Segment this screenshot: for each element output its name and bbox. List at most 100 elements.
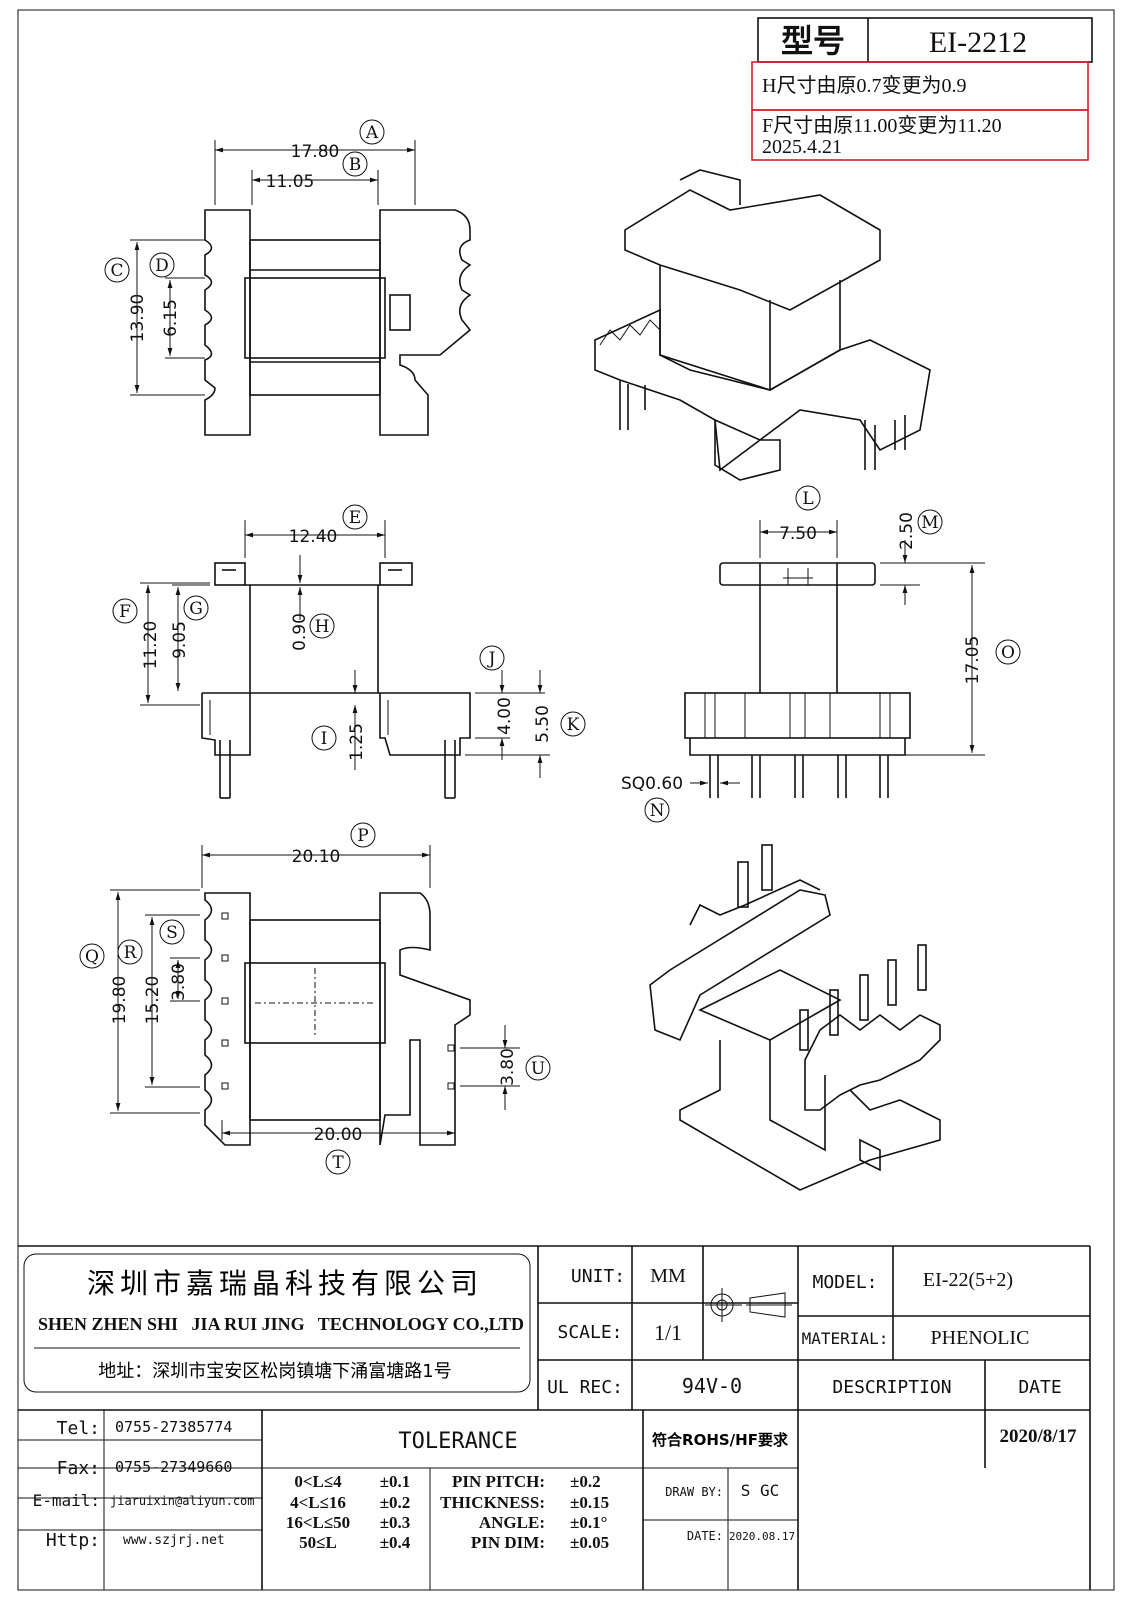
change-note-h: H尺寸由原0.7变更为0.9 — [762, 74, 966, 97]
ulrec-value: 94V-0 — [682, 1374, 742, 1398]
balloon-j: J — [487, 649, 496, 669]
email-label: E-mail: — [33, 1491, 100, 1510]
tol-thickness-value: ±0.15 — [570, 1493, 609, 1512]
top-view: 17.80 11.05 13.90 6.15 — [128, 140, 472, 436]
dim-b: 11.05 — [266, 172, 315, 192]
tol-range-2: 4<L≤16 — [290, 1493, 346, 1512]
scale-label: SCALE: — [557, 1322, 622, 1343]
dim-d: 6.15 — [161, 299, 181, 337]
iso-view-bottom — [649, 844, 941, 1191]
title-box: 型号 EI-2212 H尺寸由原0.7变更为0.9 F尺寸由原11.00变更为1… — [751, 17, 1093, 161]
balloons: A B C D E F G H I J K L M N O P Q R S T … — [79, 119, 1021, 1175]
tol-pin-pitch-value: ±0.2 — [570, 1472, 601, 1491]
unit-value: MM — [650, 1265, 686, 1287]
balloon-u: U — [531, 1059, 545, 1079]
balloon-r: R — [124, 943, 138, 963]
fax-value: 0755-27349660 — [115, 1458, 232, 1476]
tel-label: Tel: — [57, 1418, 100, 1439]
dim-o: 17.05 — [963, 636, 983, 685]
dim-j: 4.00 — [495, 697, 515, 735]
ulrec-label: UL REC: — [547, 1377, 623, 1398]
dim-c: 13.90 — [128, 294, 148, 343]
dim-u: 3.80 — [498, 1048, 518, 1086]
tol-range-1: 0<L≤4 — [294, 1472, 342, 1491]
material-value: PHENOLIC — [931, 1327, 1030, 1349]
balloon-m: M — [921, 513, 938, 533]
dim-a: 17.80 — [291, 142, 340, 162]
tol-pin-dim-value: ±0.05 — [570, 1533, 609, 1552]
dim-n: SQ0.60 — [621, 774, 683, 794]
balloon-p: P — [357, 826, 368, 846]
tol-value-2: ±0.2 — [380, 1493, 411, 1512]
material-label: MATERIAL: — [802, 1329, 889, 1348]
rohs-note: 符合ROHS/HF要求 — [652, 1431, 789, 1449]
balloon-e: E — [349, 508, 361, 528]
dim-e: 12.40 — [289, 527, 338, 547]
tol-range-4: 50≤L — [299, 1533, 337, 1552]
company-address: 地址：深圳市宝安区松岗镇塘下涌富塘路1号 — [98, 1361, 451, 1382]
tel-value: 0755-27385774 — [115, 1418, 232, 1436]
change-date: 2025.4.21 — [762, 136, 842, 158]
title-block: 深圳市嘉瑞晶科技有限公司 SHEN ZHEN SHI JIA RUI JING … — [18, 1245, 1091, 1590]
unit-label: UNIT: — [571, 1266, 625, 1287]
date2-value: 2020.08.17 — [729, 1530, 795, 1543]
dim-f: 11.20 — [141, 621, 161, 670]
balloon-t: T — [332, 1153, 344, 1173]
dim-g: 9.05 — [170, 621, 190, 659]
balloon-a: A — [365, 123, 379, 143]
balloon-o: O — [1001, 643, 1015, 663]
draw-by-label: DRAW BY: — [665, 1485, 723, 1499]
iso-view-top — [594, 169, 931, 481]
http-label: Http: — [46, 1530, 100, 1551]
dim-s: 3.80 — [169, 963, 189, 1001]
dim-m: 2.50 — [897, 512, 917, 550]
projection-symbol-icon — [705, 1288, 792, 1322]
model-value: EI-2212 — [929, 26, 1027, 59]
tol-angle-label: ANGLE: — [479, 1513, 545, 1532]
scale-value: 1/1 — [654, 1320, 682, 1345]
dim-q: 19.80 — [110, 976, 130, 1025]
tol-thickness-label: THICKNESS: — [440, 1493, 545, 1512]
http-value: www.szjrj.net — [123, 1533, 225, 1548]
email-value: jiaruixin@aliyun.com — [110, 1494, 255, 1508]
balloon-g: G — [189, 599, 203, 619]
model-value-2: EI-22(5+2) — [923, 1269, 1013, 1291]
change-note-f: F尺寸由原11.00变更为11.20 — [762, 114, 1002, 137]
balloon-s: S — [166, 923, 178, 943]
dim-l: 7.50 — [779, 524, 817, 544]
date2-label: DATE: — [687, 1529, 723, 1543]
model-label: 型号 — [781, 23, 845, 59]
model-label-2: MODEL: — [812, 1272, 877, 1293]
dim-k: 5.50 — [533, 705, 553, 743]
fax-label: Fax: — [57, 1458, 100, 1479]
tol-range-3: 16<L≤50 — [286, 1513, 350, 1532]
balloon-n: N — [650, 801, 665, 821]
dim-t: 20.00 — [314, 1125, 363, 1145]
tol-value-3: ±0.3 — [380, 1513, 411, 1532]
dim-p: 20.10 — [292, 847, 341, 867]
balloon-i: I — [321, 729, 328, 749]
bottom-view: 20.10 19.80 15.20 3.80 20.00 3.80 — [110, 845, 520, 1146]
dim-r: 15.20 — [143, 976, 163, 1025]
tol-angle-value: ±0.1° — [570, 1513, 607, 1532]
tol-value-4: ±0.4 — [380, 1533, 411, 1552]
balloon-c: C — [110, 261, 123, 281]
dim-i: 1.25 — [347, 723, 367, 761]
draw-by-value: S GC — [741, 1481, 780, 1500]
tol-pin-dim-label: PIN DIM: — [471, 1533, 545, 1552]
company-name-cn: 深圳市嘉瑞晶科技有限公司 — [87, 1267, 483, 1300]
balloon-b: B — [349, 155, 362, 175]
description-label: DESCRIPTION — [832, 1377, 951, 1398]
balloon-q: Q — [85, 947, 99, 967]
balloon-h: H — [315, 617, 330, 637]
company-name-en: SHEN ZHEN SHI JIA RUI JING TECHNOLOGY CO… — [38, 1314, 524, 1334]
tol-pin-pitch-label: PIN PITCH: — [452, 1472, 545, 1491]
balloon-d: D — [155, 256, 169, 276]
dim-h: 0.90 — [290, 613, 310, 651]
side-view: 7.50 2.50 17.05 SQ0.60 — [621, 512, 985, 798]
sheet-border — [17, 9, 1115, 1591]
balloon-l: L — [802, 489, 813, 509]
tolerance-title: TOLERANCE — [398, 1429, 517, 1454]
balloon-k: K — [567, 715, 580, 735]
